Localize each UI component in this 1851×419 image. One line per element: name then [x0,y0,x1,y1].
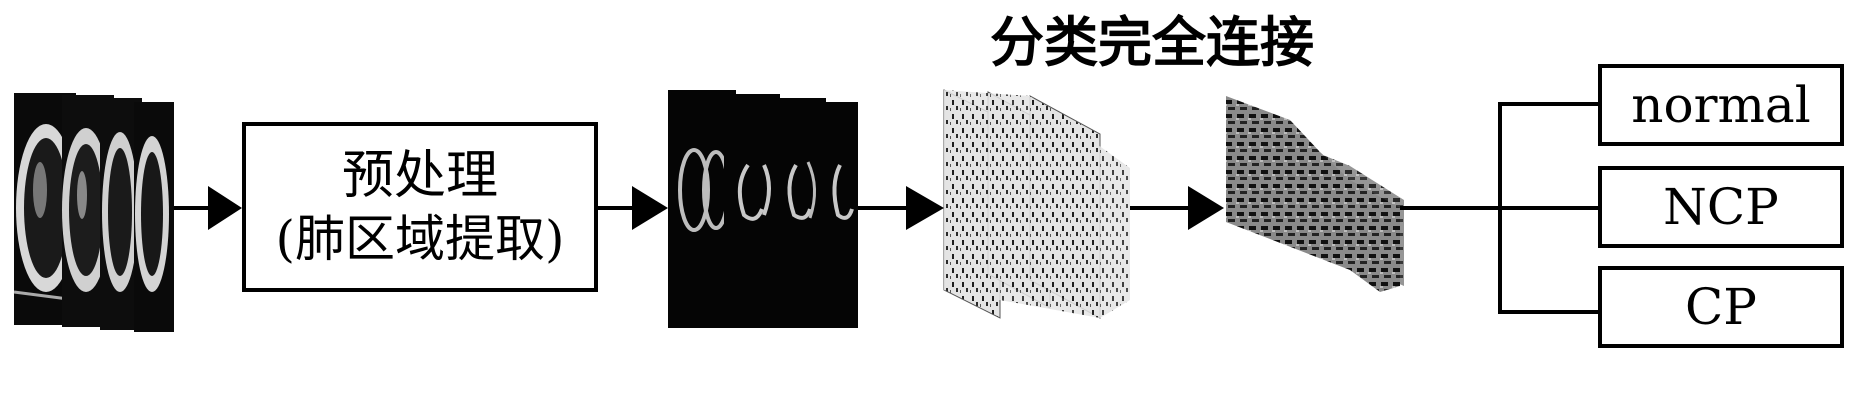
preprocess-subtitle: (肺区域提取) [275,210,565,268]
ct-slice [134,102,174,332]
lung-slice [776,98,826,328]
preprocess-box: 预处理 (肺区域提取) [242,122,598,292]
fc-title: 分类完全连接 [990,10,1314,74]
output-ncp-label: NCP [1663,178,1779,236]
lung-slice [724,94,780,328]
lung-slice-stack [668,90,858,328]
output-connector [1400,102,1598,314]
output-cp-label: CP [1685,278,1757,336]
lung-slice [822,102,858,328]
output-cp-box: CP [1598,266,1844,348]
arrow [598,186,668,230]
output-normal-box: normal [1598,64,1844,146]
preprocess-title: 预处理 [341,146,498,206]
arrow [174,186,242,230]
arrow [1130,186,1224,230]
ct-slice-stack [13,93,174,332]
arrow [858,186,944,230]
feature-maps-dark [1226,96,1404,292]
ct-slice [100,98,142,330]
feature-maps-light [943,89,1130,319]
output-normal-label: normal [1631,76,1811,134]
output-ncp-box: NCP [1598,166,1844,248]
